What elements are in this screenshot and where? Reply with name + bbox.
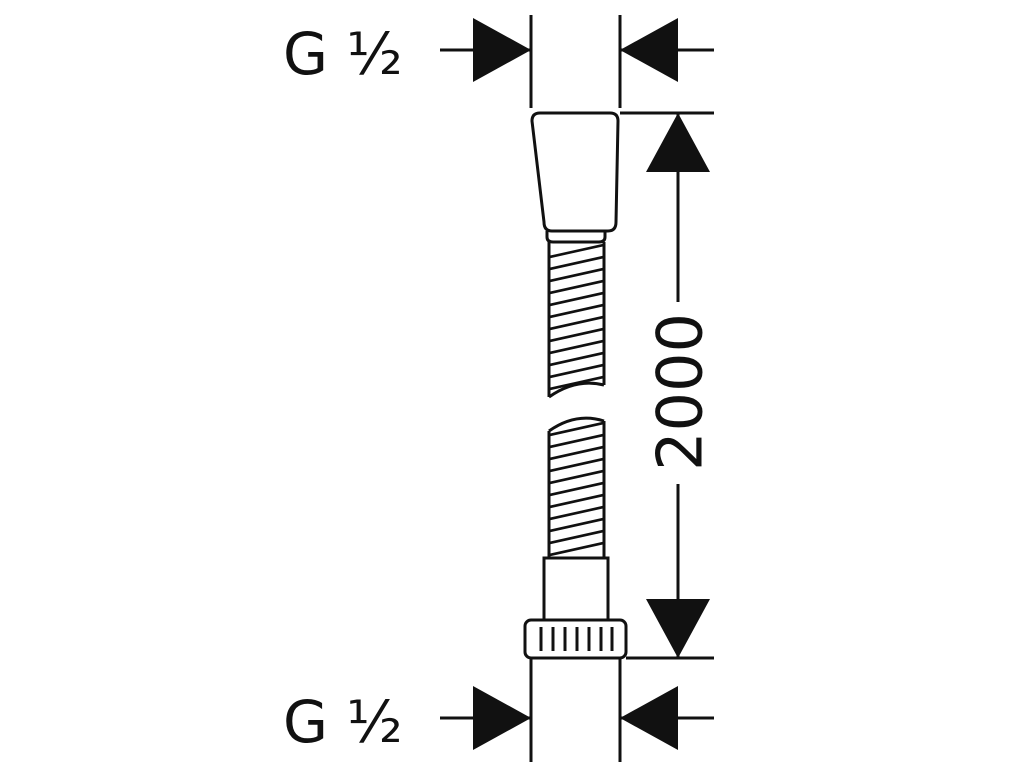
upper-connector-nut [530, 111, 620, 244]
hose-coil [549, 505, 604, 521]
bottom-width-dimension [440, 658, 714, 762]
upper-hose-segment [547, 242, 606, 399]
hose-coil [549, 529, 604, 545]
hose-coil [549, 291, 604, 307]
nut-collar [545, 231, 607, 244]
hose-coil [549, 517, 604, 533]
knurl-grooves [539, 627, 614, 651]
knurled-nut [523, 618, 628, 660]
hose-coil [549, 469, 604, 485]
top-width-dimension [440, 15, 714, 108]
hose-coil [549, 375, 604, 391]
bottom-arrowhead-right [620, 686, 678, 750]
thread-size-label-bottom: G ½ [283, 688, 403, 756]
lower-sleeve [542, 556, 610, 622]
hose-coil [549, 255, 604, 271]
hose-coil [549, 327, 604, 343]
hose-coil [549, 433, 604, 449]
top-arrowhead-left [473, 18, 531, 82]
hose-coil [549, 541, 604, 557]
hose-coil [549, 279, 604, 295]
length-arrowhead-bottom [646, 599, 710, 658]
hose-coil [549, 363, 604, 379]
hose-length-label: 2000 [644, 313, 717, 471]
length-arrowhead-top [646, 113, 710, 172]
conical-nut-body [530, 111, 620, 233]
hose-coil [549, 244, 604, 259]
lower-hose-segment [547, 416, 606, 558]
hose-coil [549, 303, 604, 319]
hose-coil [549, 339, 604, 355]
hose-coil [549, 315, 604, 331]
hose-coil [549, 445, 604, 461]
hose-coil [549, 421, 604, 437]
length-dimension [620, 111, 714, 660]
thread-size-label-top: G ½ [283, 20, 403, 88]
top-arrowhead-right [620, 18, 678, 82]
hose-coil [549, 351, 604, 367]
hose-coil [549, 267, 604, 283]
bottom-arrowhead-left [473, 686, 531, 750]
lower-connector [523, 556, 628, 660]
hose-coil [549, 481, 604, 497]
hose-coil [549, 457, 604, 473]
hose-coil [549, 493, 604, 509]
